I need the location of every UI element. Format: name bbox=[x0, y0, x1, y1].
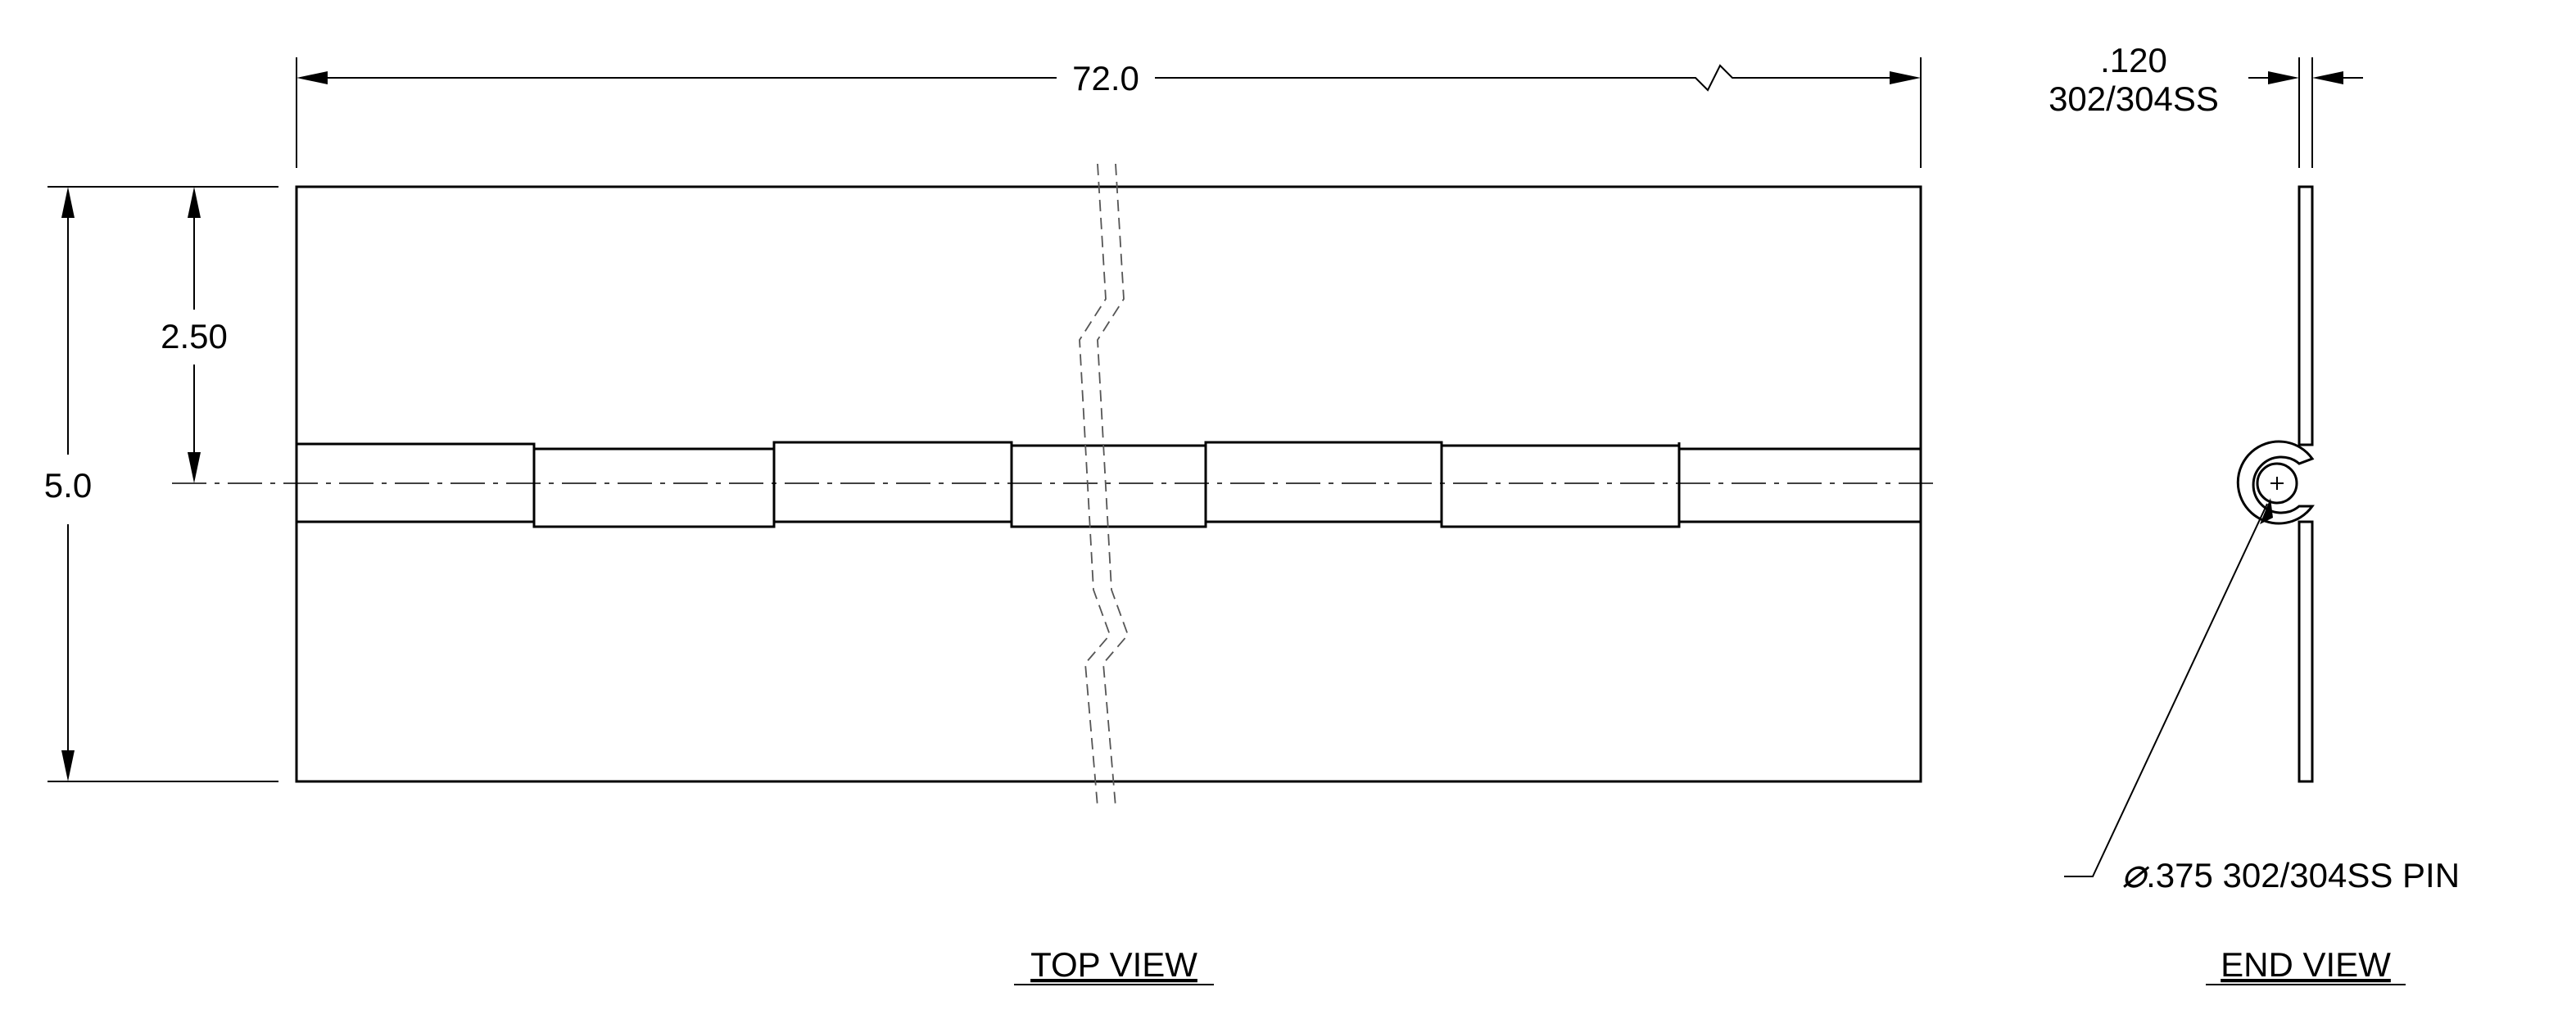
end-view-title: END VIEW bbox=[2221, 945, 2391, 984]
hinge-plate-outline bbox=[295, 185, 1922, 783]
thickness-value: .120 bbox=[2100, 41, 2167, 79]
pin-center-mark bbox=[2270, 477, 2284, 490]
pin-callout: ⌀.375 302/304SS PIN bbox=[2121, 850, 2460, 896]
dim-length-label: 72.0 bbox=[1072, 59, 1139, 97]
pin-circle bbox=[2256, 462, 2298, 505]
knuckle-band bbox=[297, 441, 1921, 528]
top-view: 72.0 5.0 2.50 TOP VIEW bbox=[44, 57, 1941, 984]
thickness-material: 302/304SS bbox=[2049, 79, 2219, 118]
pin-leader bbox=[2064, 498, 2273, 877]
upper-leaf bbox=[2298, 185, 2314, 446]
length-dimension: 72.0 bbox=[296, 57, 1922, 168]
knuckle-curl bbox=[2236, 440, 2315, 525]
thickness-dimension: .120 302/304SS bbox=[2049, 41, 2363, 168]
width-dimension: 5.0 bbox=[44, 186, 278, 782]
pin-callout-text: .375 302/304SS PIN bbox=[2146, 856, 2460, 894]
half-width-dimension: 2.50 bbox=[161, 187, 228, 483]
top-view-title: TOP VIEW bbox=[1030, 945, 1197, 984]
break-lines bbox=[1079, 163, 1130, 808]
dim-width-label: 5.0 bbox=[44, 466, 92, 505]
knuckle-dividers bbox=[532, 442, 1681, 527]
dim-half-width-label: 2.50 bbox=[161, 317, 228, 355]
diameter-symbol: ⌀ bbox=[2121, 850, 2150, 896]
end-view: .120 302/304SS ⌀.375 302/304SS PIN END V… bbox=[2049, 41, 2460, 984]
lower-leaf bbox=[2298, 520, 2314, 783]
